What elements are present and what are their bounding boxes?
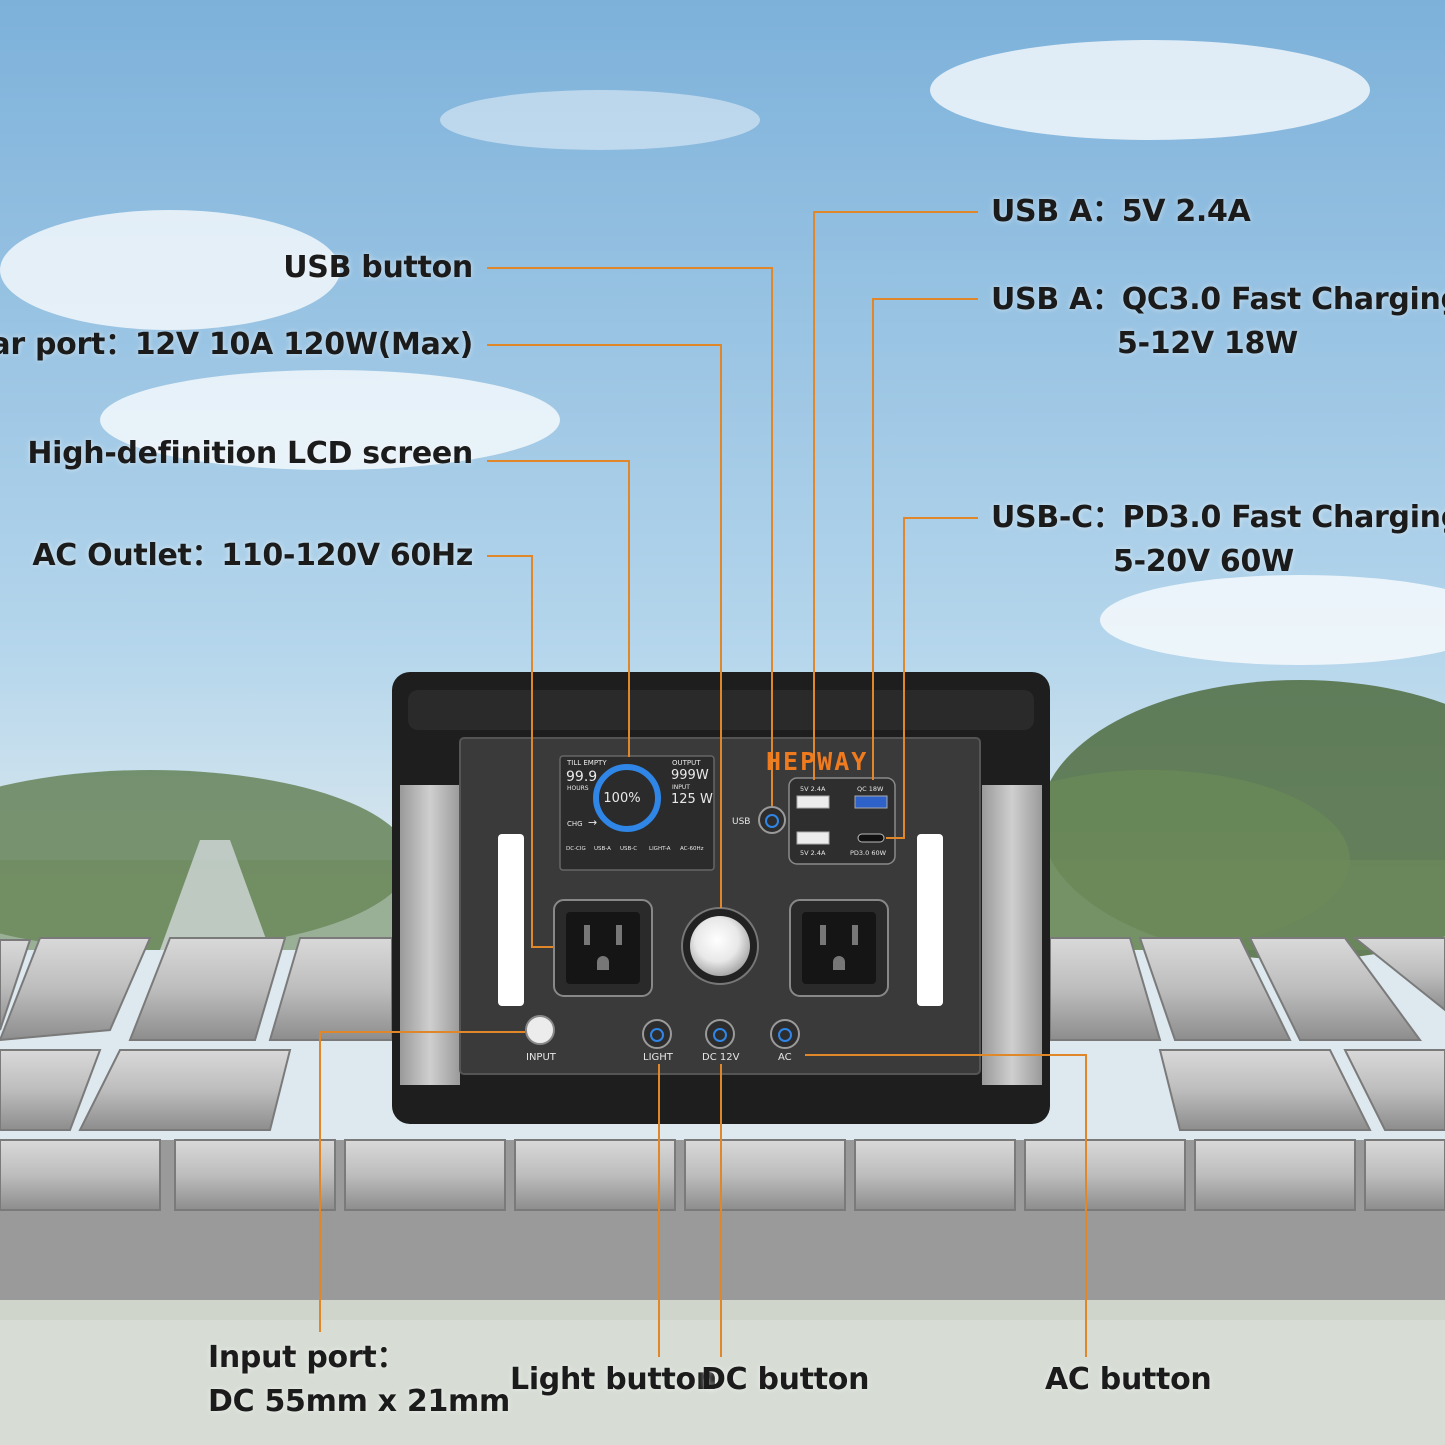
callout-usb-a-qc: USB A：QC3.0 Fast Charging 5-12V 18W xyxy=(991,278,1445,365)
dc-button[interactable] xyxy=(705,1019,735,1049)
callout-usb-a-qc-line2: 5-12V 18W xyxy=(1117,325,1298,361)
ac-button[interactable] xyxy=(770,1019,800,1049)
callout-input-port-line2: DC 55mm x 21mm xyxy=(208,1383,510,1419)
lcd-chg: CHG xyxy=(567,820,583,828)
usb-button-label: USB xyxy=(732,817,750,827)
power-icon xyxy=(778,1028,792,1042)
lcd-port-ac: AC-60Hz xyxy=(680,846,704,852)
pd-label: PD3.0 60W xyxy=(850,849,887,857)
usb-a-port-top[interactable] xyxy=(796,795,830,809)
power-station: TILL EMPTY 99.9 HOURS 100% OUTPUT 999W I… xyxy=(392,672,1050,1124)
led-light-left xyxy=(498,834,524,1006)
callout-usb-button: USB button xyxy=(283,250,473,285)
lcd-arrow: → xyxy=(588,816,597,829)
lcd-port-usbc: USB-C xyxy=(620,846,637,852)
callout-input-port: Input port： DC 55mm x 21mm xyxy=(208,1336,510,1423)
usb-a-bottom-label: 5V 2.4A xyxy=(800,849,826,857)
callout-usb-c: USB-C：PD3.0 Fast Charging 5-20V 60W xyxy=(991,496,1445,583)
light-button-label: LIGHT xyxy=(643,1052,674,1063)
callout-usb-c-line2: 5-20V 60W xyxy=(1113,543,1294,579)
lcd-input-value: 125 W xyxy=(671,792,713,807)
callout-lcd-screen: High-definition LCD screen xyxy=(27,436,473,471)
callout-usb-a-qc-line1: USB A：QC3.0 Fast Charging xyxy=(991,282,1445,317)
light-button[interactable] xyxy=(642,1019,672,1049)
qc-label: QC 18W xyxy=(857,785,884,793)
lcd-input-label: INPUT xyxy=(672,784,690,791)
brand-logo: HEPWAY xyxy=(766,747,868,776)
ac-outlet-right[interactable] xyxy=(789,899,889,997)
usb-a-port-bottom[interactable] xyxy=(796,831,830,845)
ac-outlet-left[interactable] xyxy=(553,899,653,997)
led-light-right xyxy=(917,834,943,1006)
callout-input-port-line1: Input port： xyxy=(208,1340,407,1375)
power-icon xyxy=(713,1028,727,1042)
lcd-hours-label: HOURS xyxy=(567,785,589,792)
lcd-output-value: 999W xyxy=(671,768,709,783)
ac-button-label: AC xyxy=(778,1052,792,1063)
lcd-port-dc: DC-CIG xyxy=(566,846,586,852)
power-icon xyxy=(650,1028,664,1042)
input-port[interactable] xyxy=(525,1015,555,1045)
lcd-hours-value: 99.9 xyxy=(566,769,597,785)
lcd-port-light: LIGHT-A xyxy=(649,846,671,852)
road xyxy=(160,840,270,950)
car-port-cap xyxy=(690,916,750,976)
lcd-output-label: OUTPUT xyxy=(672,759,701,767)
input-port-label: INPUT xyxy=(526,1052,557,1063)
callout-usb-a: USB A：5V 2.4A xyxy=(991,194,1251,229)
lcd-till-empty: TILL EMPTY xyxy=(566,759,607,767)
usb-a-top-label: 5V 2.4A xyxy=(800,785,826,793)
power-icon xyxy=(765,814,779,828)
lcd-percent: 100% xyxy=(603,791,640,806)
table xyxy=(0,937,1445,1445)
callout-dc-button: DC button xyxy=(701,1362,870,1397)
lcd-port-usba: USB-A xyxy=(594,846,611,852)
clouds xyxy=(0,40,1445,665)
usb-c-port[interactable] xyxy=(857,833,885,843)
callout-usb-c-line1: USB-C：PD3.0 Fast Charging xyxy=(991,500,1445,535)
usb-power-button[interactable] xyxy=(758,806,786,834)
battery-ring xyxy=(593,764,661,832)
usb-a-qc-port[interactable] xyxy=(854,795,888,809)
dc-button-label: DC 12V xyxy=(702,1052,740,1063)
callout-car-port: Car port：12V 10A 120W(Max) xyxy=(0,327,473,362)
leader-lines xyxy=(319,211,1087,1357)
callout-ac-button: AC button xyxy=(1045,1362,1212,1397)
callout-ac-outlet: AC Outlet：110-120V 60Hz xyxy=(32,538,473,573)
callout-light-button: Light button xyxy=(510,1362,717,1397)
